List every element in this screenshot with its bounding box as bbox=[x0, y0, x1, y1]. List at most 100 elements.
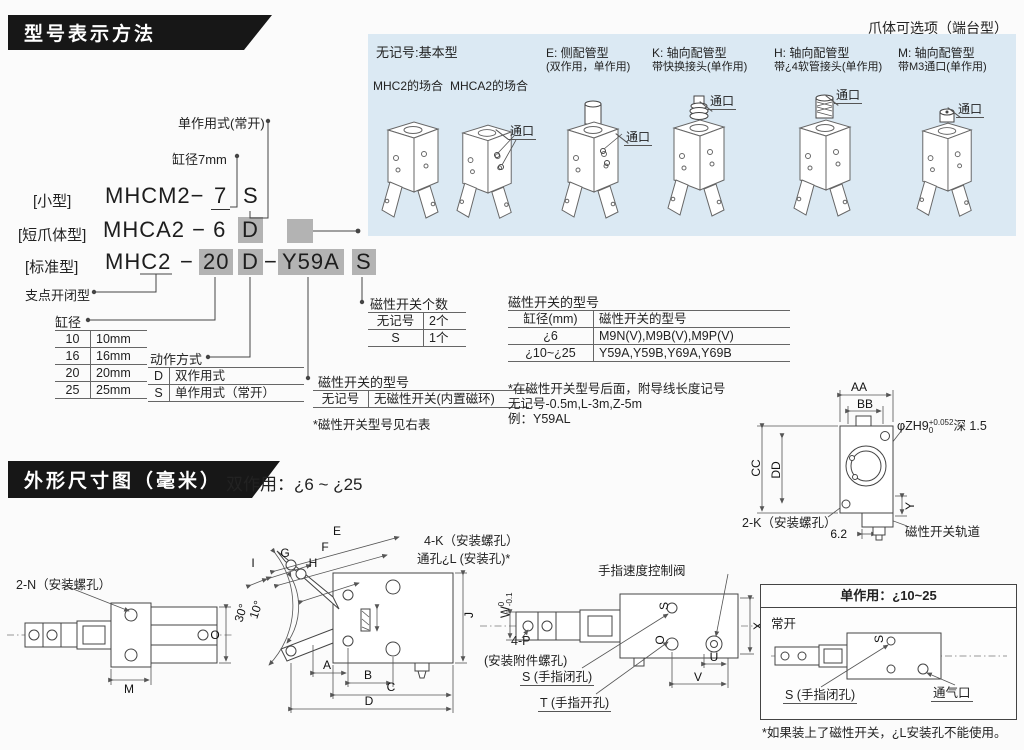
top-view-drawing: E F G H I 30° 10° A B C D J bbox=[232, 524, 476, 713]
option-e-subtitle: (双作用，单作用) bbox=[546, 61, 631, 73]
dim-y: Y bbox=[903, 502, 917, 510]
dim-i: I bbox=[251, 556, 254, 570]
model-line3-dash: − bbox=[180, 249, 194, 274]
model-line3-qty: S bbox=[352, 249, 376, 275]
port-letter-s: S bbox=[872, 635, 886, 643]
port-label-basic: 通口 bbox=[508, 124, 537, 140]
finger-speed-valve-label: 手指速度控制阀 bbox=[598, 564, 686, 578]
single-acting-title: 单作用：¿10~25 bbox=[761, 585, 1016, 608]
qty-value: 2个 bbox=[424, 313, 466, 330]
action-value: 双作用式 bbox=[170, 368, 304, 385]
dim-x: X bbox=[751, 622, 765, 630]
ref-models: M9N(V),M9B(V),M9P(V) bbox=[594, 328, 790, 345]
callout-single-acting: 单作用式(常开) bbox=[178, 116, 265, 131]
option-h-title: H: 轴向配管型 bbox=[774, 46, 850, 60]
ref-note-3: 例：Y59AL bbox=[508, 412, 571, 426]
side-view-n-label: 2-N（安装螺孔） bbox=[16, 578, 112, 592]
switch-model-table: 无记号无磁性开关(内置磁环) bbox=[313, 390, 529, 408]
dim-w-sub: -0.1 bbox=[505, 592, 514, 607]
port-label-h: 通口 bbox=[834, 88, 863, 104]
gripper-diagram-k bbox=[660, 95, 738, 222]
gripper-diagram-e bbox=[554, 100, 623, 224]
dim-a: A bbox=[323, 658, 331, 672]
dim-j: J bbox=[462, 612, 476, 618]
section-title-model-designation: 型号表示方法 bbox=[8, 15, 272, 50]
switch-model-code: 无记号 bbox=[313, 391, 369, 408]
action-code: D bbox=[148, 368, 170, 385]
model-line2-prefix: [短爪体型] bbox=[18, 227, 87, 244]
qty-code: S bbox=[368, 330, 424, 347]
dim-h: H bbox=[309, 556, 318, 570]
dimensions-subtitle: 双作用：¿6 ~ ¿25 bbox=[226, 475, 363, 494]
hole-note-sup: +0.052 bbox=[928, 417, 954, 427]
switch-model-table-label: 磁性开关的型号 bbox=[318, 375, 410, 390]
option-basic-sub-mhca2: MHCA2的场合 bbox=[450, 79, 529, 93]
bore-value: 16mm bbox=[91, 348, 147, 365]
mount-k-label: 2-K（安装螺孔） bbox=[742, 516, 837, 530]
gripper-diagram-m bbox=[908, 108, 986, 222]
dim-w: W bbox=[498, 606, 513, 618]
single-acting-footnote: *如果装上了磁性开关，¿L安装孔不能使用。 bbox=[762, 726, 1007, 740]
switch-model-note: *磁性开关型号见右表 bbox=[313, 418, 431, 432]
mounting-face-view: AA BB CC DD Y 6.2 bbox=[749, 380, 917, 541]
dim-d: D bbox=[365, 694, 374, 708]
ref-header-bore: 缸径(mm) bbox=[508, 311, 594, 328]
s-port-label: S (手指闭孔) bbox=[520, 666, 595, 686]
ref-bore: ¿10~¿25 bbox=[508, 345, 594, 362]
single-acting-box: 单作用：¿10~25 常开 S S (手指闭孔) 通气口 bbox=[760, 584, 1017, 720]
bore-value: 20mm bbox=[91, 365, 147, 382]
dim-g: G bbox=[280, 546, 289, 560]
hole-note-main: φZH9 bbox=[897, 419, 929, 433]
bore-table-label: 缸径 bbox=[55, 315, 82, 330]
action-code: S bbox=[148, 385, 170, 402]
model-line2-action: D bbox=[238, 217, 263, 243]
port-label-k: 通口 bbox=[708, 94, 737, 110]
section-title-dimensions: 外形尺寸图（毫米） bbox=[8, 461, 280, 498]
port-letter-s: S bbox=[657, 602, 671, 610]
gripper-diagram-mhc2 bbox=[374, 96, 452, 224]
action-table-label: 动作方式 bbox=[150, 352, 203, 367]
ref-models: Y59A,Y59B,Y69A,Y69B bbox=[594, 345, 790, 362]
top-view-l-label: 通孔¿L (安装孔)* bbox=[417, 552, 511, 566]
port-label-e: 通口 bbox=[624, 130, 653, 146]
t-port-label: T (手指开孔) bbox=[538, 692, 612, 712]
port-view-drawing: S O X U V bbox=[480, 573, 772, 695]
bore-code: 20 bbox=[55, 365, 91, 382]
dim-cc: CC bbox=[749, 459, 763, 477]
option-k-title: K: 轴向配管型 bbox=[652, 46, 727, 60]
claw-option-placeholder-square bbox=[287, 219, 313, 243]
single-acting-drawing: S bbox=[771, 632, 1007, 688]
qty-value: 1个 bbox=[424, 330, 466, 347]
dim-6-2: 6.2 bbox=[830, 527, 847, 541]
model-line2-model: MHCA2 − 6 bbox=[103, 217, 227, 242]
hole-note-depth: 深 1.5 bbox=[953, 419, 987, 433]
bore-code: 16 bbox=[55, 348, 91, 365]
model-line3-model: MHC2 bbox=[105, 249, 172, 274]
model-line1-model: MHCM2− bbox=[105, 183, 205, 208]
gripper-diagram-mhca2 bbox=[448, 100, 517, 224]
model-line1-bore: 7 bbox=[211, 183, 231, 210]
dim-bb: BB bbox=[857, 397, 873, 411]
ref-bore: ¿6 bbox=[508, 328, 594, 345]
option-basic-title: 无记号:基本型 bbox=[376, 45, 458, 60]
bore-value: 25mm bbox=[91, 382, 147, 399]
claw-options-title: 爪体可选项（端台型） bbox=[868, 20, 1008, 36]
option-basic-sub-mhc2: MHC2的场合 bbox=[373, 79, 444, 93]
dim-e: E bbox=[333, 524, 341, 538]
option-k-subtitle: 带快换接头(单作用) bbox=[652, 61, 748, 73]
claw-options-panel: 无记号:基本型 MHC2的场合 MHCA2的场合 通口 E: 侧配管型 (双作用… bbox=[368, 34, 1016, 236]
dim-u: U bbox=[710, 650, 719, 664]
model-line1-action: S bbox=[243, 183, 259, 208]
dim-angle-30: 30° bbox=[232, 602, 251, 624]
model-line3-dash2: − bbox=[264, 249, 278, 274]
qty-code: 无记号 bbox=[368, 313, 424, 330]
p-label: 4-P bbox=[511, 634, 531, 648]
bore-value: 10mm bbox=[91, 331, 147, 348]
port-letter-o: O bbox=[653, 635, 667, 644]
gripper-diagram-h bbox=[786, 94, 864, 222]
